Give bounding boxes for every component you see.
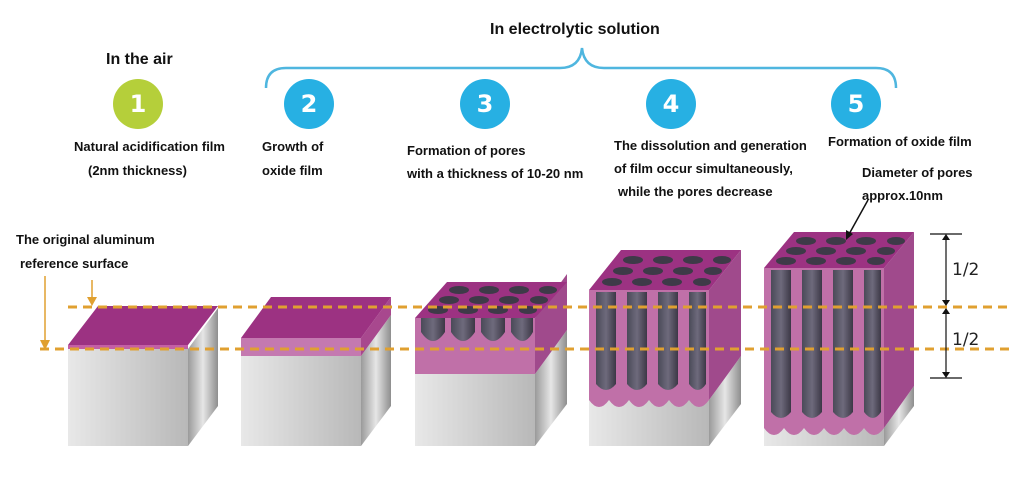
- block-2-oxide-growth: [241, 297, 391, 446]
- step-5-circle: 5: [831, 79, 881, 129]
- pore-diameter-pointer: [847, 199, 869, 237]
- step-4-caption-line-3: while the pores decrease: [618, 184, 773, 199]
- electrolytic-brace: [264, 47, 898, 89]
- reference-surface-label-line-2: reference surface: [20, 256, 129, 271]
- step-2-caption-line-1: Growth of: [262, 139, 324, 154]
- air-label: In the air: [106, 51, 173, 68]
- step-2-circle: 2: [284, 79, 334, 129]
- step-3-caption-line-1: Formation of pores: [407, 143, 526, 158]
- step-4-caption-line-2: of film occur simultaneously,: [614, 161, 793, 176]
- block-1-natural-film: [68, 306, 218, 446]
- step-1-caption-line-1: Natural acidification film: [74, 139, 225, 154]
- lower-half-label: 1/2: [952, 330, 980, 350]
- block-3-pore-formation: [415, 274, 567, 446]
- upper-half-label: 1/2: [952, 260, 980, 280]
- pore-diameter-label-line-1: Diameter of pores: [862, 165, 973, 180]
- step-5-caption: Formation of oxide film: [828, 134, 972, 149]
- step-1-caption-line-2: (2nm thickness): [88, 163, 187, 178]
- reference-surface-label-line-1: The original aluminum: [16, 232, 155, 247]
- step-4-caption-line-1: The dissolution and generation: [614, 138, 807, 153]
- block-4-dissolution-generation: [589, 250, 741, 446]
- step-4-circle: 4: [646, 79, 696, 129]
- electrolytic-solution-label: In electrolytic solution: [490, 21, 660, 38]
- step-3-caption-line-2: with a thickness of 10-20 nm: [407, 166, 584, 181]
- block-5-final-oxide-film: [764, 232, 914, 446]
- pore-diameter-label-line-2: approx.10nm: [862, 188, 943, 203]
- step-1-circle: 1: [113, 79, 163, 129]
- step-3-circle: 3: [460, 79, 510, 129]
- step-2-caption-line-2: oxide film: [262, 163, 323, 178]
